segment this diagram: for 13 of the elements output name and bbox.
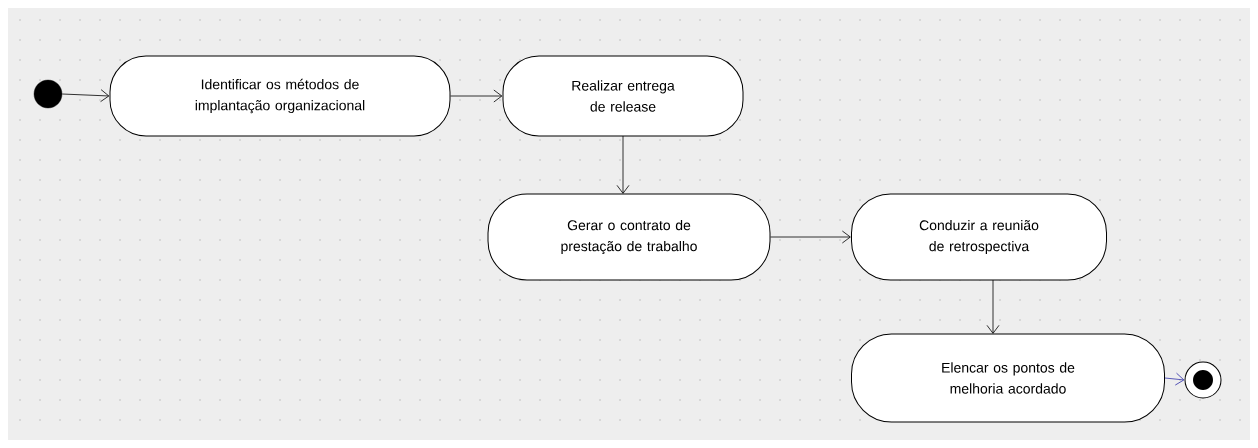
activity-box: Conduzir a reunião de retrospectiva [851,193,1107,281]
activity-box: Elencar os pontos de melhoria acordado [851,333,1165,423]
arrow [616,135,630,194]
arrow [61,89,110,103]
arrow [986,279,1000,334]
arrow [450,89,503,103]
end-node [1184,361,1222,399]
activity-box: Identificar os métodos de implantação organizacional [109,55,451,137]
arrow [1164,372,1185,386]
activity-box: Gerar o contrato de prestação de trabalho [487,193,771,281]
start-node [33,79,63,109]
activity-box: Realizar entrega de release [502,55,744,137]
arrow [770,230,851,244]
